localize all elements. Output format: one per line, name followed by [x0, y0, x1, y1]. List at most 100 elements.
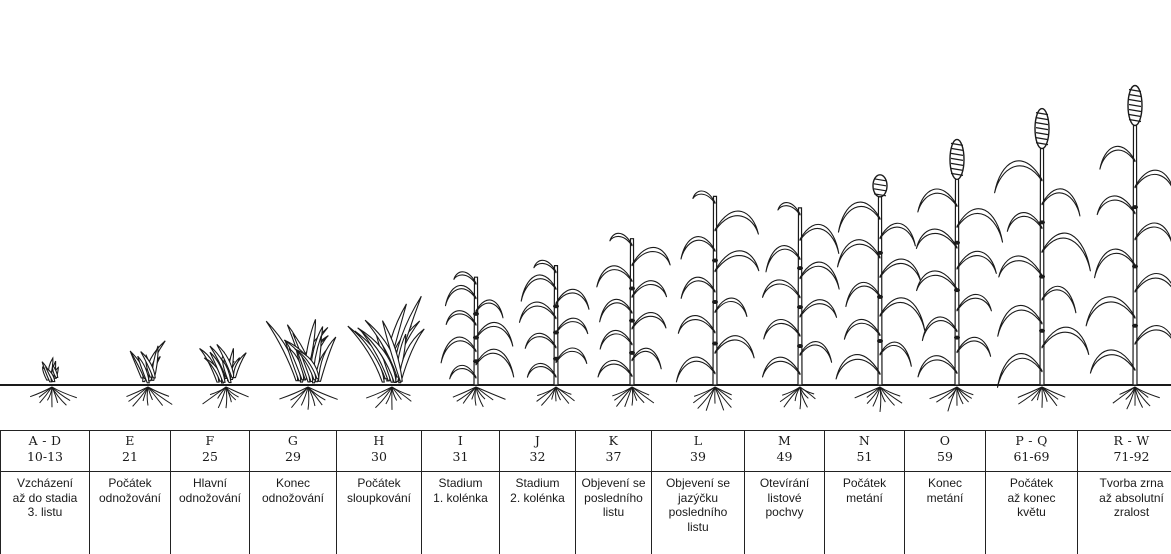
plants-group	[30, 86, 1171, 412]
wheat-plant	[348, 296, 424, 410]
stage-letter-code: A - D	[1, 431, 89, 448]
stage-description-cell: Počátek metání	[825, 472, 905, 554]
stage-description-cell: Otevírání listové pochvy	[745, 472, 825, 554]
stem-node	[954, 336, 960, 340]
leaf	[1086, 297, 1135, 326]
leaf	[450, 365, 476, 378]
stem-node	[1132, 205, 1138, 209]
leaf	[519, 302, 556, 322]
wheat-plant	[763, 203, 840, 410]
stage-bbch-code: 61-69	[986, 448, 1077, 464]
wheat-plant	[200, 344, 249, 408]
stage-description: Počátek metání	[825, 472, 904, 505]
stage-description: Počátek až konec květu	[986, 472, 1077, 520]
leaf	[678, 316, 715, 334]
leaf	[957, 251, 996, 273]
stage-code-cell: K37	[576, 431, 652, 472]
leaf	[916, 229, 957, 248]
leaf	[778, 203, 800, 215]
leaf	[764, 320, 800, 339]
leaf	[1100, 146, 1135, 169]
leaf	[521, 275, 556, 301]
roots	[930, 387, 974, 411]
leaf	[441, 337, 476, 363]
stem-node	[877, 251, 883, 255]
stage-description: Konec metání	[905, 472, 985, 505]
stage-description-cell: Stadium 2. kolénka	[500, 472, 576, 554]
roots	[453, 387, 506, 407]
roots	[780, 387, 815, 409]
leaf	[763, 280, 800, 298]
growth-stage-illustration	[0, 0, 1171, 430]
stem	[474, 277, 478, 385]
leaf	[676, 357, 715, 382]
stage-code-cell: I31	[422, 431, 500, 472]
leaf	[957, 209, 1003, 242]
stage-letter-code: M	[745, 431, 824, 448]
leaf	[476, 322, 513, 346]
stage-description-cell: Počátek až konec květu	[986, 472, 1078, 554]
leaf	[446, 311, 476, 325]
roots	[1018, 387, 1065, 408]
stage-bbch-code: 71-92	[1078, 448, 1171, 464]
root-strand	[475, 387, 476, 406]
stem-node	[712, 341, 718, 345]
roots	[203, 387, 249, 408]
leaf	[715, 211, 758, 234]
roots	[537, 387, 575, 406]
wheat-plant	[995, 109, 1091, 408]
stem-node	[797, 266, 803, 270]
leaf	[1090, 350, 1135, 373]
leaf	[600, 330, 632, 349]
leaf	[880, 298, 925, 331]
stage-letter-code: E	[90, 431, 170, 448]
leaf	[681, 237, 715, 259]
stage-bbch-code: 37	[576, 448, 651, 464]
stage-letter-code: P - Q	[986, 431, 1077, 448]
stage-letter-code: G	[250, 431, 336, 448]
roots	[855, 387, 902, 412]
stem-node	[553, 330, 559, 334]
leaf	[800, 342, 832, 363]
stage-description: Hlavní odnožování	[171, 472, 249, 505]
leaf	[715, 298, 747, 316]
stage-letter-code: I	[422, 431, 499, 448]
leaf	[445, 285, 476, 305]
stage-letter-code: J	[500, 431, 575, 448]
leaf	[838, 202, 880, 232]
stage-bbch-code: 29	[250, 448, 336, 464]
leaf	[846, 282, 880, 306]
leaf	[838, 240, 880, 267]
leaf	[918, 189, 957, 212]
stem-node	[712, 258, 718, 262]
stage-description-cell: Stadium 1. kolénka	[422, 472, 500, 554]
leaf	[632, 281, 667, 298]
root-strand	[203, 387, 226, 404]
stage-description-cell: Hlavní odnožování	[171, 472, 250, 554]
leaf	[556, 348, 587, 363]
stem-node	[1039, 220, 1045, 224]
stem-node	[629, 286, 635, 290]
stem-node	[473, 312, 479, 316]
stem-node	[629, 319, 635, 323]
leaf	[600, 299, 632, 321]
leaf	[632, 247, 670, 265]
root-strand	[1113, 387, 1135, 403]
root-strand	[291, 387, 308, 408]
leaf	[766, 246, 800, 272]
stage-description: Počátek odnožování	[90, 472, 170, 505]
roots	[366, 387, 411, 410]
stage-code-cell: G29	[250, 431, 337, 472]
leaf	[693, 191, 715, 203]
leaf	[527, 363, 556, 377]
leaf	[800, 300, 837, 318]
leaf	[1095, 249, 1135, 278]
stem-node	[1132, 324, 1138, 328]
leaf	[632, 348, 661, 369]
stage-code-cell: P - Q61-69	[986, 431, 1078, 472]
stage-letter-code: L	[652, 431, 744, 448]
stage-bbch-code: 31	[422, 448, 499, 464]
leaf	[476, 349, 514, 377]
